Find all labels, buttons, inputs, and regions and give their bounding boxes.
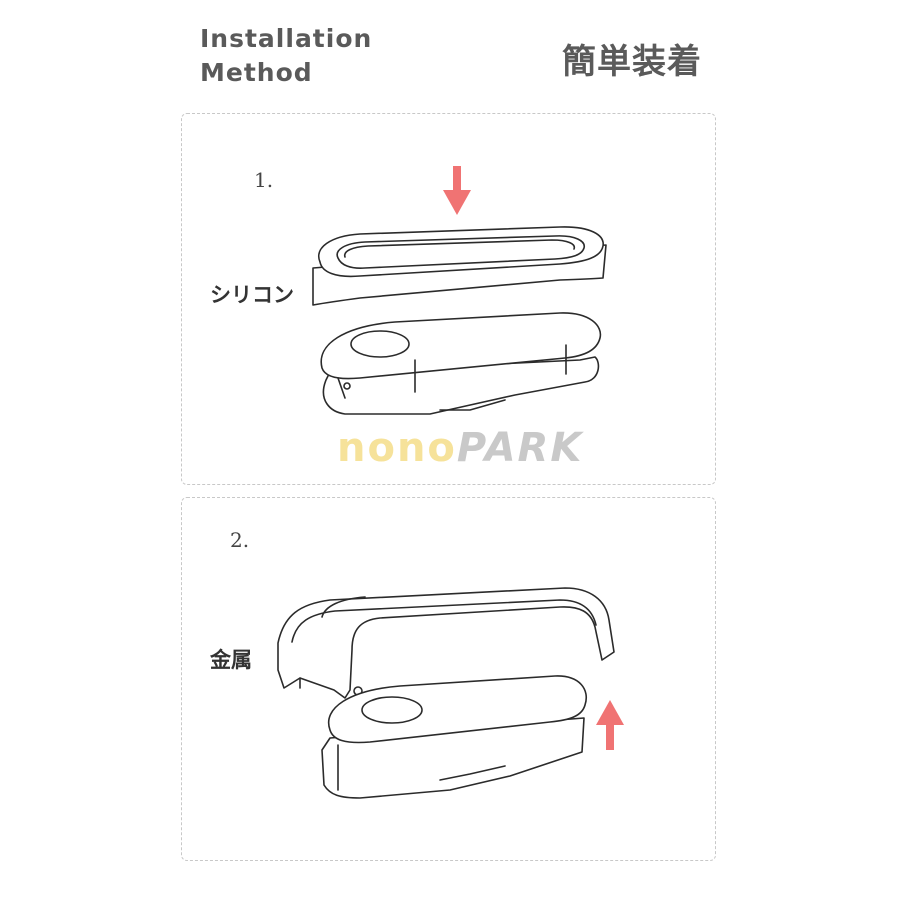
title-line-method: Method [200, 58, 313, 87]
step-1-number: 1. [254, 168, 274, 192]
down-arrow-icon [443, 166, 471, 215]
page-title-english: Installation Method [200, 22, 372, 90]
metal-label: 金属 [210, 648, 252, 672]
up-arrow-icon [596, 700, 624, 750]
silicone-frame-illustration [312, 226, 607, 306]
tracker-capsule-illustration-2 [321, 675, 587, 799]
watermark-logo: nonoPARK [337, 425, 583, 471]
step-1-panel [181, 113, 716, 485]
metal-frame-illustration [277, 587, 615, 699]
step-2-number: 2. [230, 528, 250, 552]
watermark-part-park: PARK [456, 425, 584, 471]
watermark-part-nono: nono [337, 425, 457, 471]
silicone-label: シリコン [210, 283, 294, 307]
step-2-panel [181, 497, 716, 861]
title-line-installation: Installation [200, 24, 373, 53]
page-title-japanese: 簡単装着 [562, 42, 702, 82]
tracker-capsule-illustration [320, 312, 602, 415]
